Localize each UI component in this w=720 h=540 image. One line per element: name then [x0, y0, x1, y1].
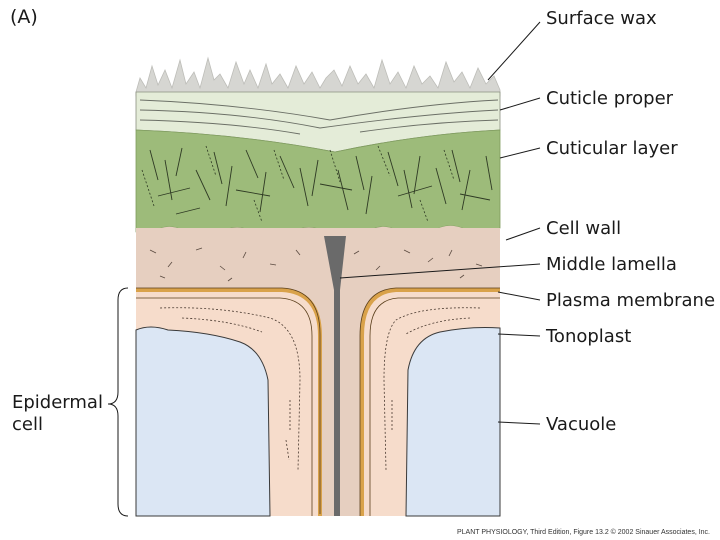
label-surface-wax: Surface wax — [546, 8, 657, 29]
cell-wall-dashes — [149, 247, 483, 282]
label-cell-wall: Cell wall — [546, 218, 622, 239]
panel-label: (A) — [10, 6, 38, 28]
surface-wax — [135, 56, 501, 97]
right-vacuole — [405, 327, 501, 517]
label-epidermal-cell: Epidermal cell — [12, 392, 103, 436]
right-plasma-membrane — [360, 288, 500, 516]
figure-credit: PLANT PHYSIOLOGY, Third Edition, Figure … — [456, 529, 710, 536]
label-tonoplast: Tonoplast — [546, 326, 632, 347]
label-cuticle-proper: Cuticle proper — [546, 88, 674, 109]
middle-lamella — [324, 236, 346, 516]
left-vacuole — [135, 326, 271, 517]
label-epidermal-line2: cell — [12, 414, 43, 435]
label-plasma-membrane: Plasma membrane — [546, 290, 716, 311]
label-epidermal-line1: Epidermal — [12, 392, 103, 413]
cuticular-fibrils — [149, 147, 493, 215]
left-cytoplasm-dots — [159, 307, 301, 471]
right-cytoplasm-dots — [383, 307, 481, 471]
label-cuticular-layer: Cuticular layer — [546, 138, 678, 159]
label-vacuole: Vacuole — [546, 414, 617, 435]
label-middle-lamella: Middle lamella — [546, 254, 677, 275]
leader-lines — [107, 21, 541, 517]
cuticle-lines — [139, 99, 499, 135]
cuticular-dotted-fibrils — [141, 145, 455, 223]
